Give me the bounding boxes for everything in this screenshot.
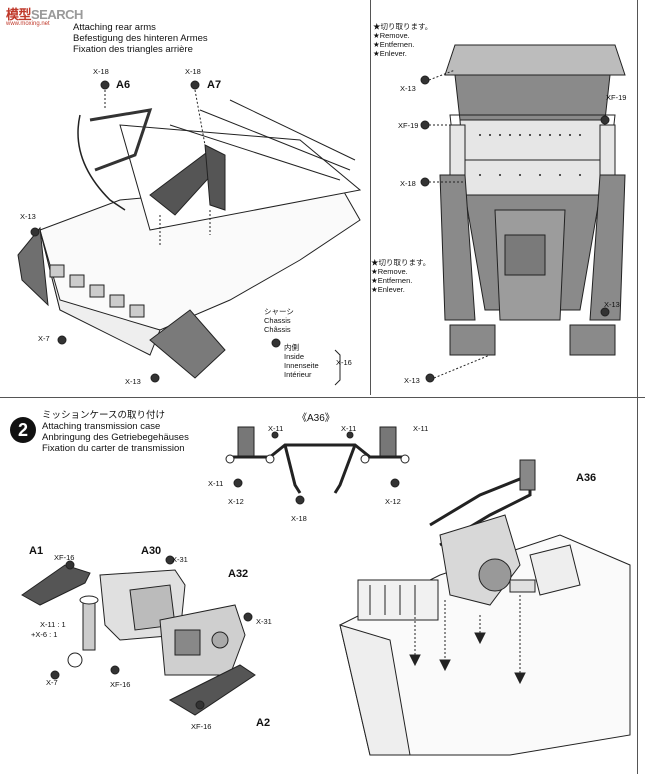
chassis-label: シャーシ Chassis Châssis bbox=[264, 307, 294, 334]
screw-x13-left: X-13 bbox=[20, 212, 36, 221]
screw-x12-l: X-12 bbox=[228, 497, 244, 506]
screw-x11-far-l: X-11 bbox=[208, 479, 224, 488]
step1-divider bbox=[370, 0, 371, 395]
watermark-logo: 模型SEARCH bbox=[6, 7, 83, 22]
screw-x13-bottom-right: X-13 bbox=[404, 376, 420, 385]
screw-x7: X-7 bbox=[38, 334, 50, 343]
watermark-url: www.moxing.net bbox=[6, 21, 50, 27]
screw-x31-top: X-31 bbox=[172, 555, 188, 564]
screw-x18-right: X-18 bbox=[400, 179, 416, 188]
part-a7: A7 bbox=[207, 79, 222, 91]
screw-x11-mr: X-11 bbox=[341, 424, 357, 433]
part-a36: A36 bbox=[576, 472, 597, 484]
screw-x18-step2: X-18 bbox=[291, 514, 307, 523]
screw-x31-right: X-31 bbox=[256, 617, 272, 626]
screw-x13-top-right: X-13 bbox=[400, 84, 416, 93]
screw-x11-r: X-11 bbox=[413, 424, 429, 433]
screw-xf16-bottom: XF-16 bbox=[191, 722, 212, 731]
screw-xf16-mid: XF-16 bbox=[110, 680, 131, 689]
step1-title-fr: Fixation des triangles arrière bbox=[73, 44, 193, 55]
screw-x18-a: X-18 bbox=[93, 67, 109, 76]
step2-title: ミッションケースの取り付け Attaching transmission cas… bbox=[42, 410, 189, 454]
part-a1: A1 bbox=[29, 545, 44, 557]
a36-part-illustration bbox=[225, 426, 410, 505]
step2-number: 2 bbox=[10, 417, 36, 443]
step2-title-de: Anbringung des Getriebegehäuses bbox=[42, 432, 189, 443]
part-a30: A30 bbox=[141, 545, 162, 557]
screw-x11-ml: X-11 bbox=[268, 424, 284, 433]
page-border-right bbox=[637, 0, 638, 774]
rear-arms-illustration bbox=[17, 80, 362, 386]
watermark-site: SEARCH bbox=[31, 7, 83, 22]
screw-x13-bottom: X-13 bbox=[125, 377, 141, 386]
installed-transmission-illustration bbox=[339, 459, 631, 756]
step1-title: Attaching rear arms Befestigung des hint… bbox=[73, 22, 208, 55]
part-a6: A6 bbox=[116, 79, 131, 91]
step2-title-jp: ミッションケースの取り付け bbox=[42, 410, 166, 421]
screw-x7-step2: X-7 bbox=[46, 678, 58, 687]
screw-xf16-top: XF-16 bbox=[54, 553, 75, 562]
screw-xf19-right: XF-19 bbox=[606, 93, 627, 102]
part-a32: A32 bbox=[228, 568, 249, 580]
screw-x18-b: X-18 bbox=[185, 67, 201, 76]
screw-ratio-x11: X-11 : 1 bbox=[40, 620, 66, 629]
step1-title-de: Befestigung des hinteren Armes bbox=[73, 33, 208, 44]
part-a2: A2 bbox=[256, 717, 271, 729]
remove-note-bottom: ★切り取ります。 ★Remove. ★Entfernen. ★Enlever. bbox=[371, 258, 431, 294]
a36-label: 《A36》 bbox=[297, 413, 335, 424]
screw-ratio-x6: +X-6 : 1 bbox=[31, 630, 58, 639]
screw-x13-right: X-13 bbox=[604, 300, 620, 309]
screw-x16: X-16 bbox=[336, 358, 352, 367]
remove-note-top: ★切り取ります。 ★Remove. ★Entfernen. ★Enlever. bbox=[373, 22, 433, 58]
inside-label: 内側 Inside Innenseite Intérieur bbox=[284, 343, 319, 379]
screw-x12-r: X-12 bbox=[385, 497, 401, 506]
transmission-assembly-illustration bbox=[21, 555, 256, 716]
screw-xf19-left: XF-19 bbox=[398, 121, 419, 130]
step2-title-fr: Fixation du carter de transmission bbox=[42, 443, 185, 454]
chassis-underside-illustration bbox=[420, 44, 626, 383]
step-divider bbox=[0, 397, 645, 398]
step1-title-en: Attaching rear arms bbox=[73, 22, 156, 33]
step2-title-en: Attaching transmission case bbox=[42, 421, 161, 432]
